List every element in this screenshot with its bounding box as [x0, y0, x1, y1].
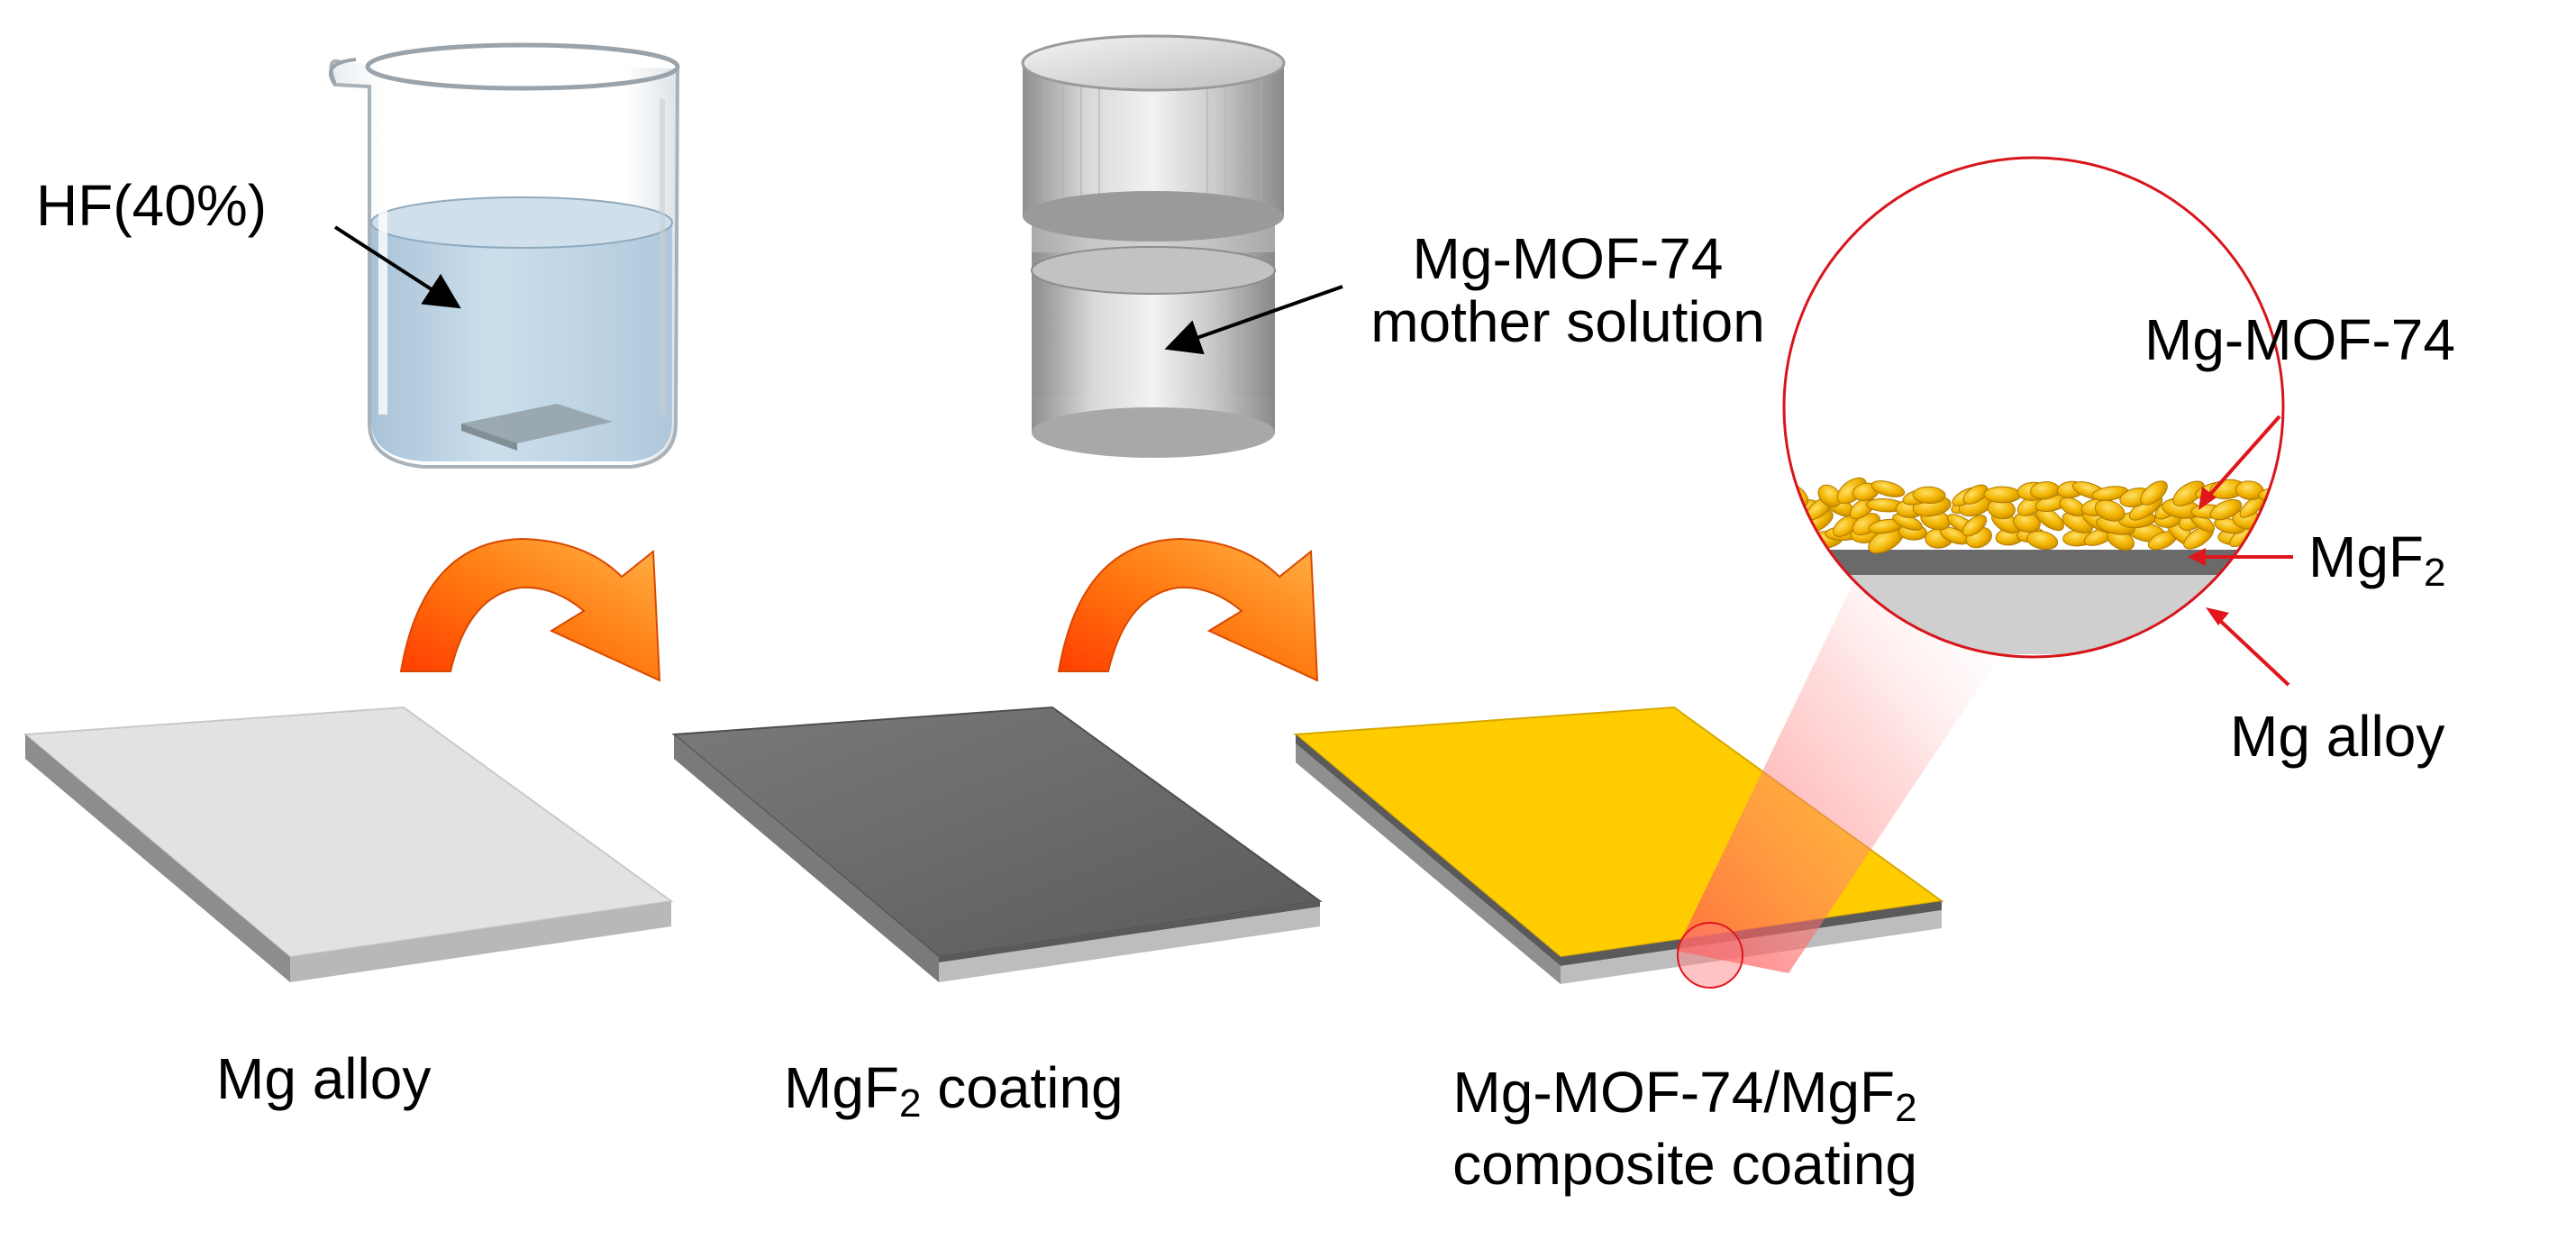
mof-crystal-grain — [2026, 530, 2059, 551]
mof-crystal-grain — [2258, 510, 2283, 527]
mother-solution-pointer-arrow — [1164, 285, 1343, 355]
mof-crystal-grain — [1983, 486, 2022, 504]
inset-alloy-pointer-arrow — [2206, 607, 2290, 687]
mof-crystal-grain — [1787, 527, 1816, 543]
step3-caption: Mg-MOF-74/MgF2 composite coating — [1406, 1063, 1964, 1193]
inset-mgf2-subscript: 2 — [2424, 551, 2446, 595]
inset-alloy-label: Mg alloy — [2230, 704, 2445, 769]
inset-mof-pointer-arrow — [2198, 415, 2281, 510]
mof-crystal-grain — [1817, 484, 1842, 507]
hf-label: HF(40%) — [36, 173, 268, 238]
step1-caption: Mg alloy — [216, 1046, 432, 1111]
step3-line1: Mg-MOF-74/MgF2 — [1406, 1063, 1964, 1128]
mof-crystal-grain — [2209, 498, 2243, 521]
step3-line1-base: Mg-MOF-74/MgF — [1452, 1060, 1896, 1125]
curved-arrow-icon — [1057, 537, 1319, 682]
hf-pointer-arrow — [333, 225, 461, 309]
step2-caption: MgF2 coating — [784, 1059, 1124, 1124]
inset-mgf2-pointer-arrow — [2188, 548, 2293, 566]
step2-rest: coating — [921, 1055, 1124, 1120]
magnify-beam — [1676, 577, 2005, 989]
step3-line2: composite coating — [1452, 1132, 1917, 1197]
step2-base: MgF — [784, 1055, 899, 1120]
curved-arrow-icon — [399, 537, 661, 682]
inset-mof-label: Mg-MOF-74 — [2144, 307, 2455, 372]
inset-mgf2-base: MgF — [2308, 524, 2424, 589]
mother-solution-line2: mother solution — [1370, 289, 1765, 354]
mother-solution-label: Mg-MOF-74 mother solution — [1352, 230, 1784, 351]
inset-mgf2-label: MgF2 — [2308, 528, 2445, 593]
mof-crystal-grain — [2140, 480, 2168, 506]
step2-subscript: 2 — [899, 1081, 922, 1126]
mgf2-plate — [671, 706, 1323, 982]
mof-crystal-grain — [1912, 486, 1946, 505]
mof-crystal-grain — [2094, 499, 2125, 522]
mof-crystal-grain — [1962, 515, 1988, 537]
mg-alloy-plate — [23, 706, 674, 982]
mof-crystal-grain — [2172, 480, 2206, 506]
mother-solution-line1: Mg-MOF-74 — [1412, 226, 1724, 291]
mof-crystal-grain — [1962, 484, 1989, 505]
reagent-bottle-icon — [1021, 34, 1286, 458]
mof-crystal-grain — [1871, 480, 1906, 497]
step3-subscript: 2 — [1895, 1086, 1917, 1130]
